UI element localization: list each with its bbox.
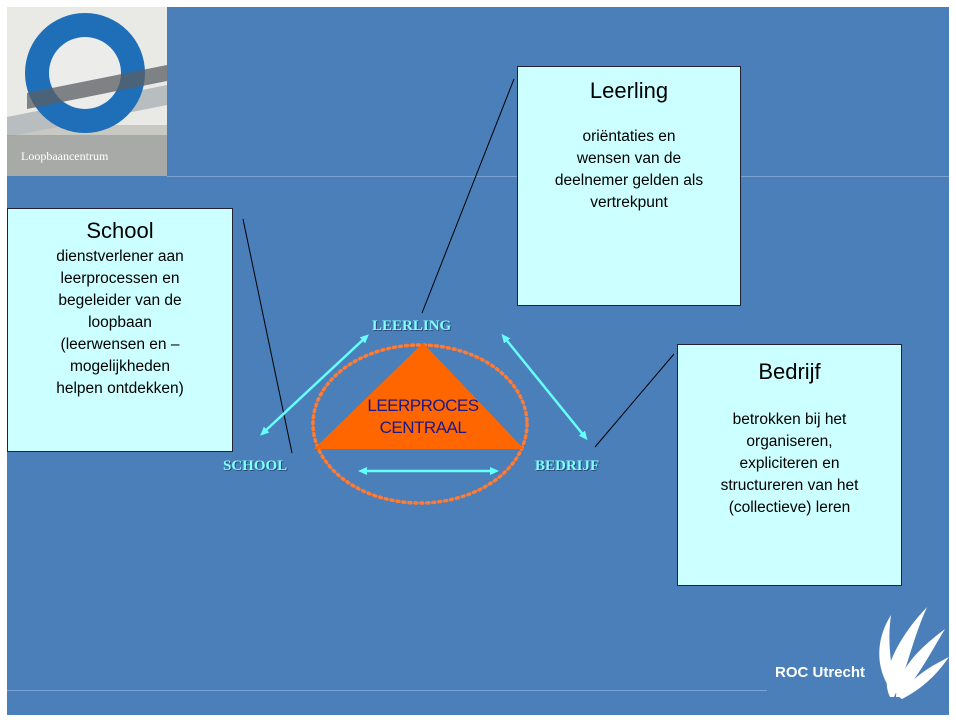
vertex-label-school: SCHOOL xyxy=(223,458,288,474)
slide: Loopbaancentrum LEERLING SCHOOL BEDRIJF xyxy=(7,7,949,715)
bedrijf-box-title: Bedrijf xyxy=(758,359,821,384)
school-box-line: begeleider van de xyxy=(58,292,182,309)
bedrijf-box-line: organiseren, xyxy=(746,433,833,450)
roc-utrecht-feather-icon xyxy=(879,607,949,699)
connector-bedrijf-line xyxy=(594,353,675,448)
bedrijf-box-line: expliciteren en xyxy=(739,455,840,472)
connector-leerling-line xyxy=(421,78,515,314)
leerling-box: Leerling oriëntaties en wensen van de de… xyxy=(517,66,741,306)
leerling-box-title: Leerling xyxy=(589,78,669,103)
school-box-line: mogelijkheden xyxy=(70,358,170,375)
loopbaancentrum-logo: Loopbaancentrum xyxy=(7,7,167,176)
center-text-line2: CENTRAAL xyxy=(379,418,467,437)
school-box: School dienstverlener aan leerprocessen … xyxy=(7,208,233,452)
bedrijf-box-line: (collectieve) leren xyxy=(728,499,851,516)
leerling-box-line: oriëntaties en xyxy=(582,128,676,145)
school-box-line: (leerwensen en – xyxy=(60,336,180,353)
logo-ring-icon xyxy=(7,7,167,176)
bedrijf-box: Bedrijf betrokken bij het organiseren, e… xyxy=(677,344,902,586)
center-text-line1: LEERPROCES xyxy=(367,396,479,415)
leerling-box-line: vertrekpunt xyxy=(590,194,668,211)
school-box-title: School xyxy=(86,218,154,243)
arrow-leerling-bedrijf xyxy=(501,333,588,441)
leerling-box-line: deelnemer gelden als xyxy=(554,172,704,189)
bedrijf-box-line: structureren van het xyxy=(720,477,859,494)
footer-divider-line xyxy=(7,690,767,691)
school-box-line: leerprocessen en xyxy=(60,270,180,287)
center-text: LEERPROCES CENTRAAL xyxy=(343,395,503,439)
roc-utrecht-logo-text: ROC Utrecht xyxy=(775,664,866,681)
bedrijf-box-text: betrokken bij het organiseren, explicite… xyxy=(678,409,901,519)
diagram-graphics xyxy=(242,78,949,699)
school-box-line: dienstverlener aan xyxy=(56,248,184,265)
bedrijf-box-line: betrokken bij het xyxy=(732,411,847,428)
vertex-label-leerling: LEERLING xyxy=(372,318,452,334)
leerling-box-line: wensen van de xyxy=(576,150,682,167)
leerling-box-text: oriëntaties en wensen van de deelnemer g… xyxy=(518,126,740,214)
vertex-label-bedrijf: BEDRIJF xyxy=(535,458,600,474)
logo-caption: Loopbaancentrum xyxy=(21,149,109,163)
connector-school-line xyxy=(242,218,293,454)
school-box-line: loopbaan xyxy=(88,314,152,331)
arrow-school-leerling xyxy=(260,334,369,436)
school-box-text: dienstverlener aan leerprocessen en bege… xyxy=(8,246,232,400)
school-box-line: helpen ontdekken) xyxy=(56,380,184,397)
